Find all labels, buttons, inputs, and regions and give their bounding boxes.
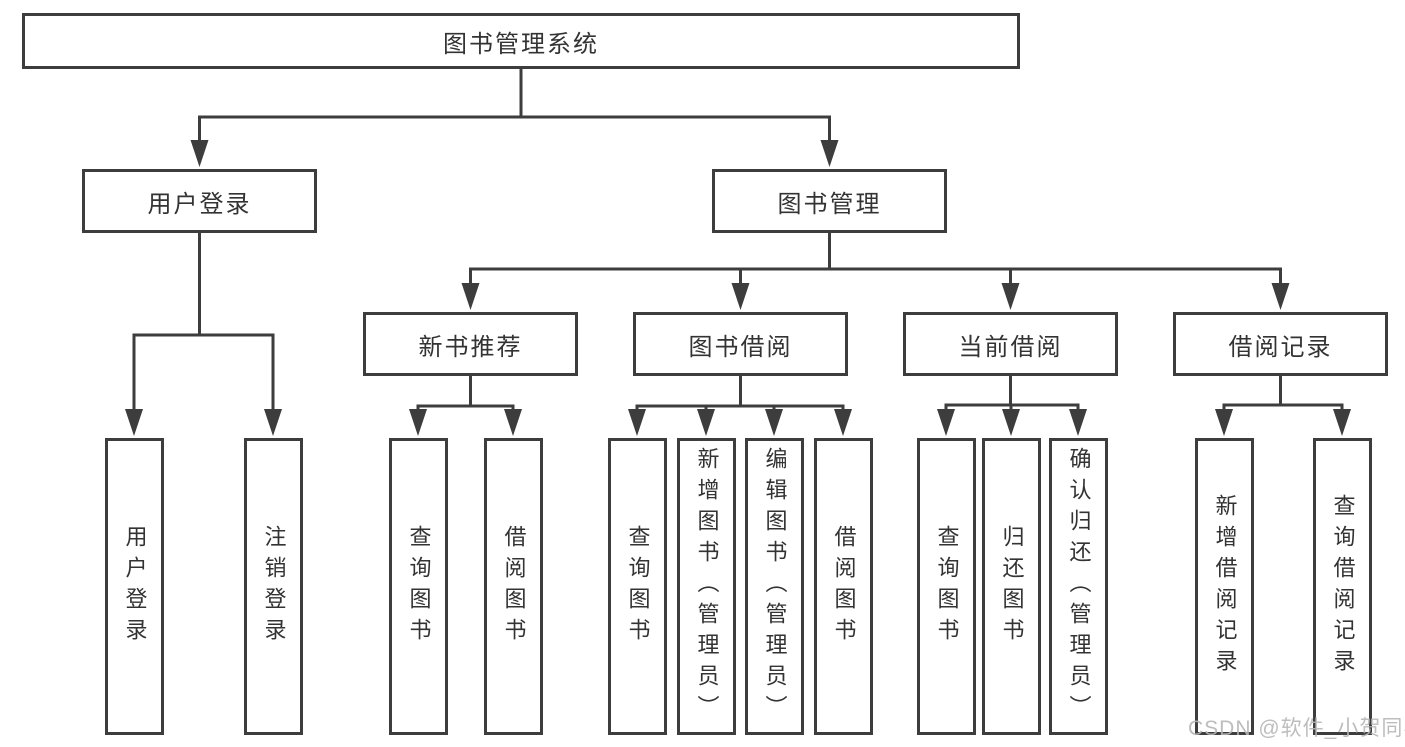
node-borrowing-records-label: 借阅记录 [1228, 333, 1333, 361]
leaf-logout-login-label: 注销登录 [261, 524, 287, 649]
leaf-add-borrow-record: 新增借阅记录 [1195, 438, 1254, 735]
connector-root-to-level2 [190, 69, 839, 167]
leaf-logout-login: 注销登录 [244, 438, 303, 735]
connector-new-book-recommend-to-leaves [409, 376, 522, 436]
leaf-query-books-borrowing: 查询图书 [608, 438, 667, 735]
leaf-borrow-books-borrowing: 借阅图书 [814, 438, 873, 735]
leaf-add-books-admin: 新增图书（管理员） [677, 438, 736, 735]
node-root-label: 图书管理系统 [443, 30, 599, 58]
node-book-management: 图书管理 [712, 169, 947, 233]
connector-borrowing-records-to-leaves [1215, 376, 1351, 436]
connector-book-borrowing-to-leaves [628, 376, 852, 436]
node-user-login: 用户登录 [82, 169, 317, 233]
leaf-edit-books-admin: 编辑图书（管理员） [745, 438, 804, 735]
leaf-add-borrow-record-label: 新增借阅记录 [1212, 493, 1238, 680]
leaf-query-books-current: 查询图书 [917, 438, 976, 735]
node-book-management-label: 图书管理 [777, 190, 882, 218]
node-current-borrowing-label: 当前借阅 [958, 333, 1063, 361]
leaf-query-books-current-label: 查询图书 [934, 524, 960, 649]
leaf-borrow-books-recommend: 借阅图书 [484, 438, 543, 735]
connector-current-borrowing-to-leaves [937, 376, 1087, 436]
leaf-confirm-return-admin-label: 确认归还（管理员） [1066, 447, 1092, 726]
node-book-borrowing-label: 图书借阅 [688, 333, 793, 361]
leaf-return-books-label: 归还图书 [999, 524, 1025, 649]
leaf-borrow-books-recommend-label: 借阅图书 [501, 524, 527, 649]
leaf-query-books-recommend-label: 查询图书 [406, 524, 432, 649]
leaf-query-books-borrowing-label: 查询图书 [625, 524, 651, 649]
node-book-borrowing: 图书借阅 [633, 312, 848, 376]
node-borrowing-records: 借阅记录 [1173, 312, 1388, 376]
leaf-user-login: 用户登录 [105, 438, 164, 735]
node-root: 图书管理系统 [22, 13, 1020, 69]
leaf-user-login-label: 用户登录 [122, 524, 148, 649]
connector-book-management-to-level3 [461, 233, 1290, 310]
leaf-query-books-recommend: 查询图书 [389, 438, 448, 735]
leaf-query-borrow-record: 查询借阅记录 [1313, 438, 1372, 735]
leaf-edit-books-admin-label: 编辑图书（管理员） [762, 447, 788, 726]
leaf-return-books: 归还图书 [982, 438, 1041, 735]
leaf-query-borrow-record-label: 查询借阅记录 [1330, 493, 1356, 680]
node-new-book-recommend-label: 新书推荐 [418, 333, 523, 361]
connector-user-login-to-leaves [125, 233, 282, 436]
node-new-book-recommend: 新书推荐 [363, 312, 578, 376]
csdn-watermark: CSDN @软件_小贺同学 [1188, 717, 1405, 740]
leaf-borrow-books-borrowing-label: 借阅图书 [831, 524, 857, 649]
leaf-confirm-return-admin: 确认归还（管理员） [1049, 438, 1108, 735]
leaf-add-books-admin-label: 新增图书（管理员） [694, 447, 720, 726]
node-current-borrowing: 当前借阅 [903, 312, 1118, 376]
node-user-login-label: 用户登录 [147, 190, 252, 218]
